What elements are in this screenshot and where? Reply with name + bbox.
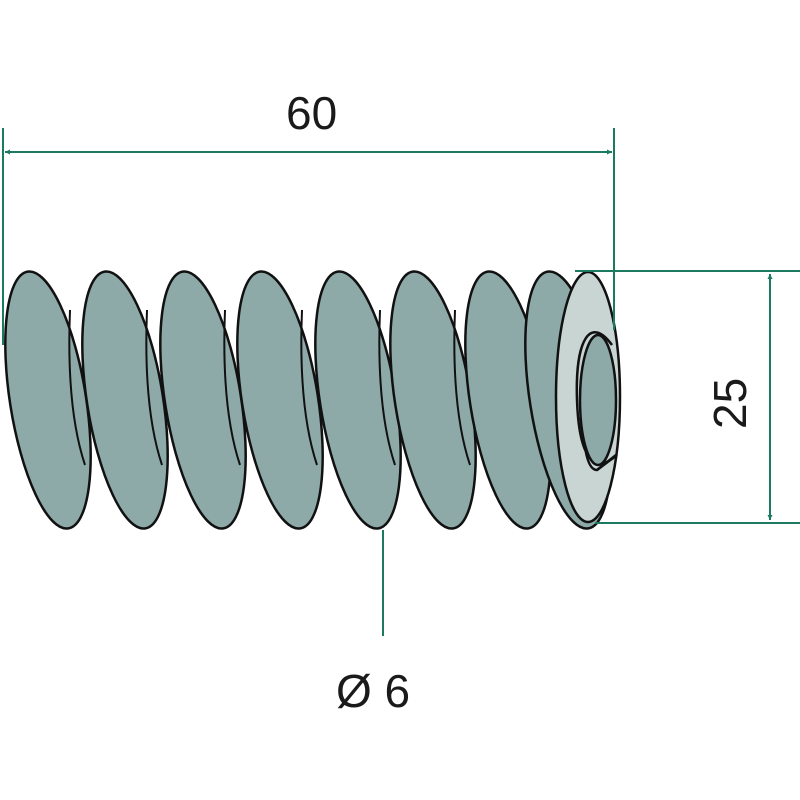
spring-coils: [4, 270, 612, 530]
coil-inner-edge: [300, 309, 318, 466]
coil-inner-edge: [223, 309, 241, 466]
coil-inner-edge: [145, 309, 163, 466]
coil-inner-edge: [453, 309, 471, 466]
spring-end-face: [554, 270, 622, 524]
length-label: 60: [286, 87, 338, 139]
coil-inner-edge: [68, 309, 86, 466]
wire-diameter-label: Ø 6: [336, 665, 411, 717]
outer-diameter-label: 25: [704, 377, 756, 429]
coil-inner-edge: [378, 309, 396, 466]
